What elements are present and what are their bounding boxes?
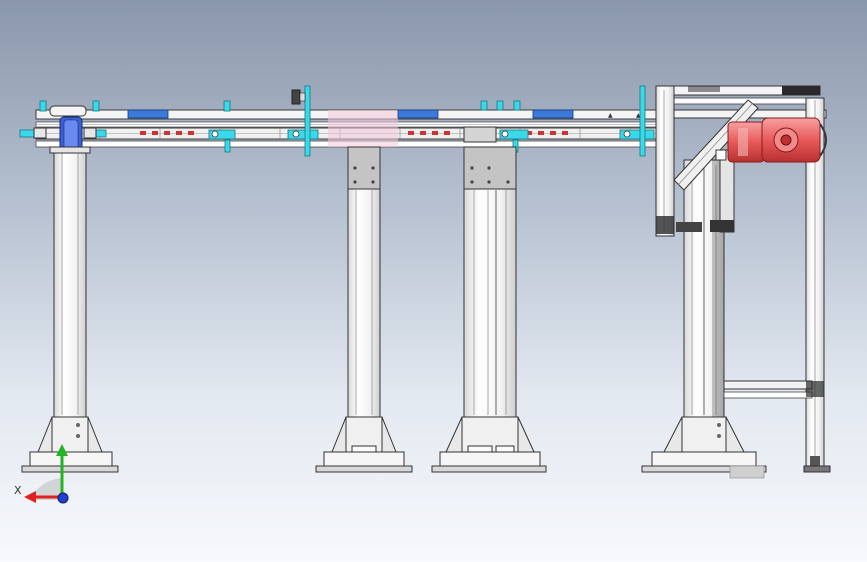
triad-x-label: X — [14, 484, 22, 497]
support-leg-3 — [431, 126, 547, 473]
highlight-region — [328, 110, 398, 147]
support-leg-1 — [21, 146, 119, 473]
chain-markings — [140, 131, 568, 135]
conveyor-top-beam — [35, 109, 657, 148]
cyan-clamps — [19, 85, 655, 157]
clamp-bolts — [211, 130, 631, 138]
geared-motor — [715, 117, 827, 163]
drive-station-frame — [655, 85, 831, 473]
support-leg-2 — [315, 146, 413, 473]
axis-triad-icon — [24, 444, 69, 504]
svg-text:▲: ▲ — [608, 112, 613, 119]
blue-blocks — [127, 109, 574, 119]
direction-arrows: ▲ ▲ — [608, 112, 641, 119]
sensor-bracket — [291, 89, 306, 105]
svg-text:▲: ▲ — [636, 112, 641, 119]
